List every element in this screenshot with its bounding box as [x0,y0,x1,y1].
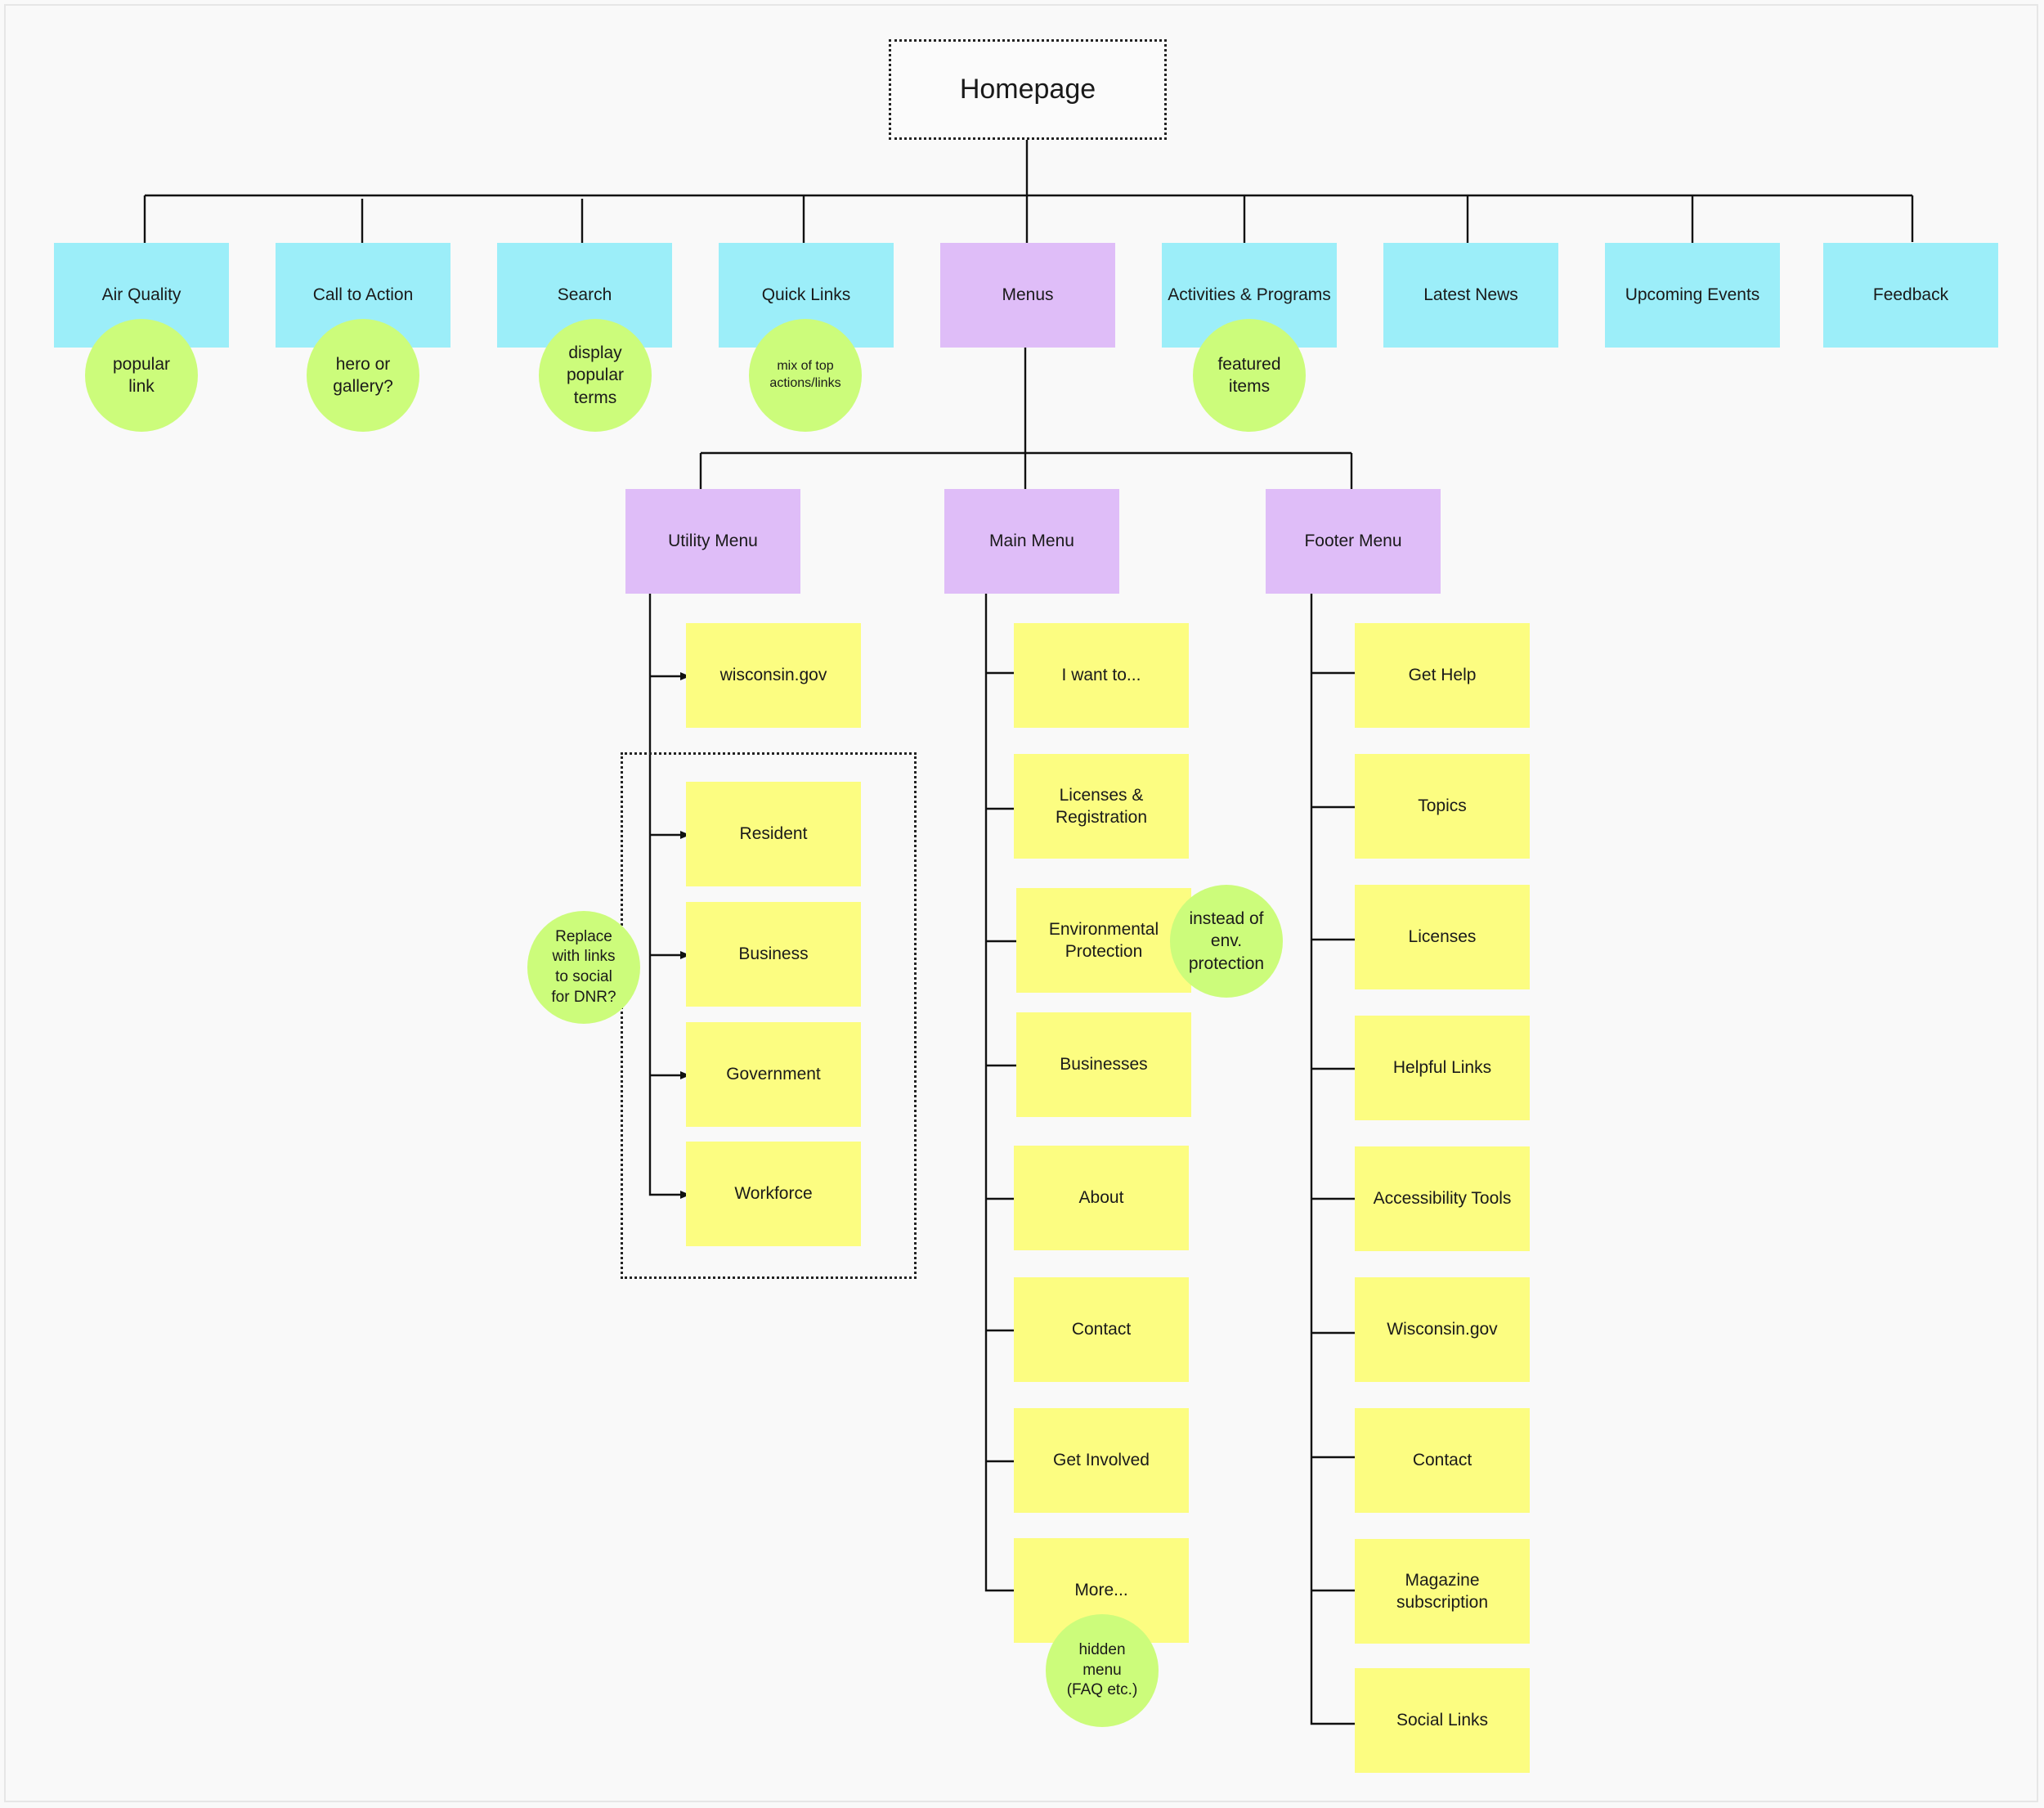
utility-item-resident: Resident [686,782,861,886]
item-label: Licenses & Registration [1055,785,1148,827]
item-label: Workforce [734,1184,813,1204]
note-hero-or-gallery: hero or gallery? [307,319,419,432]
note-text: Replace with links to social for DNR? [551,927,616,1006]
node-footer-menu: Footer Menu [1266,489,1441,594]
item-label: Get Involved [1053,1451,1150,1470]
utility-spine [648,594,690,1199]
main-item-businesses: Businesses [1016,1012,1191,1117]
note-text: mix of top actions/links [769,359,841,390]
node-menus: Menus [940,243,1115,348]
note-instead-of-env-protection: instead of env. protection [1170,885,1283,998]
footer-item-accessibility-tools: Accessibility Tools [1355,1146,1530,1251]
note-popular-link: popular link [85,319,198,432]
footer-item-get-help: Get Help [1355,623,1530,728]
item-label: Topics [1418,796,1467,816]
item-label: Get Help [1408,666,1477,685]
note-text: instead of env. protection [1188,909,1265,973]
main-item-about: About [1014,1146,1189,1250]
note-text: featured items [1217,354,1281,396]
node-main-menu: Main Menu [944,489,1119,594]
note-mix-of-top-actions: mix of top actions/links [749,319,862,432]
node-label: Utility Menu [668,532,758,551]
node-label: Search [557,285,612,305]
footer-item-wisconsin-gov: Wisconsin.gov [1355,1277,1530,1382]
main-item-contact: Contact [1014,1277,1189,1382]
footer-item-topics: Topics [1355,754,1530,859]
node-label: Menus [1002,285,1054,305]
note-display-popular-terms: display popular terms [539,319,652,432]
footer-spine [1310,594,1357,1725]
note-hidden-menu: hidden menu (FAQ etc.) [1046,1614,1159,1727]
note-replace-with-social-links: Replace with links to social for DNR? [527,911,640,1024]
item-label: Resident [739,824,808,844]
node-label: Feedback [1872,285,1949,305]
utility-item-workforce: Workforce [686,1142,861,1246]
node-upcoming-events: Upcoming Events [1605,243,1780,348]
item-label: Helpful Links [1392,1058,1492,1078]
main-item-i-want-to: I want to... [1014,623,1189,728]
item-label: Contact [1412,1451,1472,1470]
item-label: Licenses [1408,927,1477,947]
item-label: Contact [1071,1320,1132,1339]
node-air-quality: Air Quality [54,243,229,348]
item-label: Accessibility Tools [1373,1189,1512,1209]
item-label: Government [726,1065,821,1084]
root-label: Homepage [959,74,1096,105]
footer-item-licenses: Licenses [1355,885,1530,989]
item-label: Environmental Protection [1048,919,1159,961]
item-label: Wisconsin.gov [1387,1320,1498,1339]
utility-item-government: Government [686,1022,861,1127]
node-label: Air Quality [101,285,182,305]
item-label: Business [738,944,809,964]
footer-item-social-links: Social Links [1355,1668,1530,1773]
utility-item-wisconsin-gov: wisconsin.gov [686,623,861,728]
node-label: Footer Menu [1304,532,1402,551]
main-item-get-involved: Get Involved [1014,1408,1189,1513]
main-item-environmental-protection: Environmental Protection [1016,888,1191,993]
note-text: hidden menu (FAQ etc.) [1066,1640,1138,1699]
node-label: Latest News [1423,285,1518,305]
note-text: display popular terms [566,343,625,407]
item-label: More... [1074,1581,1128,1600]
node-label: Call to Action [312,285,414,305]
canvas-frame [4,4,2038,1802]
note-featured-items: featured items [1193,319,1306,432]
note-text: popular link [112,354,171,396]
node-label: Activities & Programs [1168,285,1331,305]
utility-item-business: Business [686,902,861,1007]
audience-group-box [621,752,917,1279]
node-label: Quick Links [761,285,851,305]
item-label: About [1078,1188,1124,1208]
note-text: hero or gallery? [333,354,393,396]
node-latest-news: Latest News [1383,243,1558,348]
item-label: Businesses [1060,1055,1148,1074]
root-node-homepage: Homepage [889,39,1167,140]
item-label: Social Links [1396,1711,1489,1730]
node-utility-menu: Utility Menu [625,489,800,594]
item-label: wisconsin.gov [719,666,827,685]
node-label: Upcoming Events [1625,285,1760,305]
footer-item-helpful-links: Helpful Links [1355,1016,1530,1120]
item-label: Magazine subscription [1396,1570,1489,1612]
footer-item-magazine-subscription: Magazine subscription [1355,1539,1530,1644]
node-label: Main Menu [989,532,1074,551]
footer-item-contact: Contact [1355,1408,1530,1513]
node-feedback: Feedback [1823,243,1998,348]
item-label: I want to... [1061,666,1141,685]
main-item-licenses-registration: Licenses & Registration [1014,754,1189,859]
